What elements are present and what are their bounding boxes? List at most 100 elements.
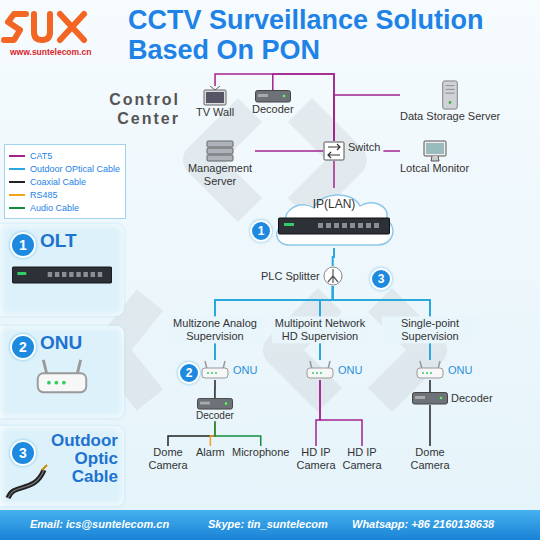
tower-icon bbox=[440, 80, 460, 110]
legend-label: Coaxial Cable bbox=[30, 177, 86, 187]
ip-lan-cloud: IP(LAN) bbox=[270, 188, 398, 248]
node-label: ONU bbox=[233, 364, 257, 377]
node-label: Decoder bbox=[252, 103, 294, 116]
legend-entry: RS485 bbox=[9, 188, 121, 201]
node-label: Outdoor Optic Cable bbox=[40, 432, 118, 486]
microphone-node: Microphone bbox=[232, 446, 289, 459]
callout-number: 2 bbox=[178, 362, 200, 384]
tv-icon bbox=[203, 86, 227, 106]
callout-number: 2 bbox=[10, 334, 36, 360]
onu-icon bbox=[415, 360, 445, 380]
cable-connector bbox=[333, 248, 334, 266]
onu-node: ONU bbox=[305, 360, 365, 380]
cable-connector bbox=[429, 405, 431, 446]
node-label: TV Wall bbox=[196, 106, 234, 119]
onu-icon bbox=[34, 358, 90, 396]
node-label: ONU bbox=[338, 364, 362, 377]
camera-node: HD IP Camera bbox=[340, 446, 384, 471]
management-server-node: Management Server bbox=[185, 140, 255, 187]
olt-icon bbox=[12, 266, 112, 284]
cable-connector bbox=[320, 380, 362, 446]
node-label: ONU bbox=[448, 364, 472, 377]
contact-info: Skype: tin_suntelecom bbox=[208, 518, 328, 530]
legend-entry: Audio Cable bbox=[9, 201, 121, 214]
legend-swatch bbox=[9, 194, 25, 196]
legend-box: CAT5Outdoor OPtical CableCoaxial CableRS… bbox=[4, 144, 126, 219]
legend-swatch bbox=[9, 155, 25, 157]
plc-splitter-node: PLC Splitter bbox=[258, 266, 343, 286]
mon-icon bbox=[423, 140, 447, 162]
dec-icon bbox=[412, 392, 448, 405]
contact-info: Whatsapp: +86 2160138638 bbox=[352, 518, 494, 530]
legend-entry: Outdoor OPtical Cable bbox=[9, 162, 121, 175]
footer-band bbox=[0, 510, 540, 540]
legend-entry: Coaxial Cable bbox=[9, 175, 121, 188]
alarm-node: Alarm bbox=[196, 446, 225, 459]
legend-swatch bbox=[9, 181, 25, 183]
cable-connector bbox=[334, 95, 400, 141]
node-label: OLT bbox=[40, 230, 77, 252]
callout-number: 3 bbox=[370, 268, 392, 290]
callout-number: 1 bbox=[10, 232, 36, 258]
camera-node: Dome Camera bbox=[408, 446, 452, 471]
camera-node: HD IP Camera bbox=[294, 446, 338, 471]
onu-node: ONU bbox=[200, 360, 260, 380]
node-label: Management Server bbox=[185, 162, 255, 187]
legend-label: Outdoor OPtical Cable bbox=[30, 164, 120, 174]
branch-label: Single-point Supervision bbox=[382, 316, 478, 343]
legend-entry: CAT5 bbox=[9, 149, 121, 162]
node-label: Data Storage Server bbox=[400, 110, 500, 123]
tv-wall-node: TV Wall bbox=[196, 86, 234, 119]
website: www.suntelecom.cn bbox=[10, 47, 91, 57]
cable-connector bbox=[215, 422, 261, 447]
node-label: PLC Splitter bbox=[261, 270, 320, 283]
company-logo bbox=[4, 14, 84, 40]
rack-icon bbox=[206, 140, 234, 162]
cable-connector bbox=[333, 161, 335, 188]
storage-server-node: Data Storage Server bbox=[400, 80, 500, 123]
cable-connector bbox=[429, 380, 431, 392]
legend-swatch bbox=[9, 207, 25, 209]
branch-label: Multipoint Network HD Supervision bbox=[272, 316, 368, 343]
node-label: IP(LAN) bbox=[313, 198, 356, 212]
node-label: HD IP Camera bbox=[340, 446, 384, 471]
onu-node: ONU bbox=[415, 360, 475, 380]
node-label: Decoder bbox=[451, 392, 493, 405]
branch-label: Multizone Analog Supervision bbox=[167, 316, 263, 343]
cable-connector bbox=[168, 422, 215, 447]
legend-label: CAT5 bbox=[30, 151, 52, 161]
decoder-node: Decoder bbox=[412, 392, 496, 405]
cable-icon bbox=[4, 464, 48, 502]
page-title: CCTV Surveillance Solution Based On PON bbox=[128, 6, 536, 65]
dec-icon bbox=[255, 90, 291, 103]
callout-number: 1 bbox=[250, 220, 272, 242]
cable-connector bbox=[383, 150, 400, 152]
monitor-node: Lotcal Monitor bbox=[400, 140, 469, 175]
node-label: HD IP Camera bbox=[294, 446, 338, 471]
decoder-node: Decoder bbox=[252, 90, 294, 116]
legend-swatch bbox=[9, 168, 25, 170]
switch-node: Switch bbox=[323, 141, 383, 161]
sw-icon bbox=[323, 141, 345, 161]
decoder-node: Decoder bbox=[196, 398, 234, 422]
cable-panel: Outdoor Optic Cable bbox=[0, 426, 124, 506]
node-label: Switch bbox=[348, 141, 380, 154]
watermark bbox=[110, 110, 430, 400]
node-label: Lotcal Monitor bbox=[400, 162, 469, 175]
cable-connector bbox=[214, 380, 216, 398]
node-label: Microphone bbox=[232, 446, 289, 459]
node-label: Dome Camera bbox=[408, 446, 452, 471]
olt-icon bbox=[278, 217, 390, 235]
legend-label: RS485 bbox=[30, 190, 58, 200]
camera-node: Dome Camera bbox=[146, 446, 190, 471]
onu-icon bbox=[305, 360, 335, 380]
node-label: Dome Camera bbox=[146, 446, 190, 471]
node-label: ONU bbox=[40, 332, 82, 354]
dec-icon bbox=[197, 398, 233, 410]
callout-number: 3 bbox=[10, 440, 36, 466]
onu-icon bbox=[200, 360, 230, 380]
node-label: Decoder bbox=[196, 410, 234, 422]
contact-info: Email: ics@suntelecom.cn bbox=[30, 518, 169, 530]
node-label: Alarm bbox=[196, 446, 225, 459]
